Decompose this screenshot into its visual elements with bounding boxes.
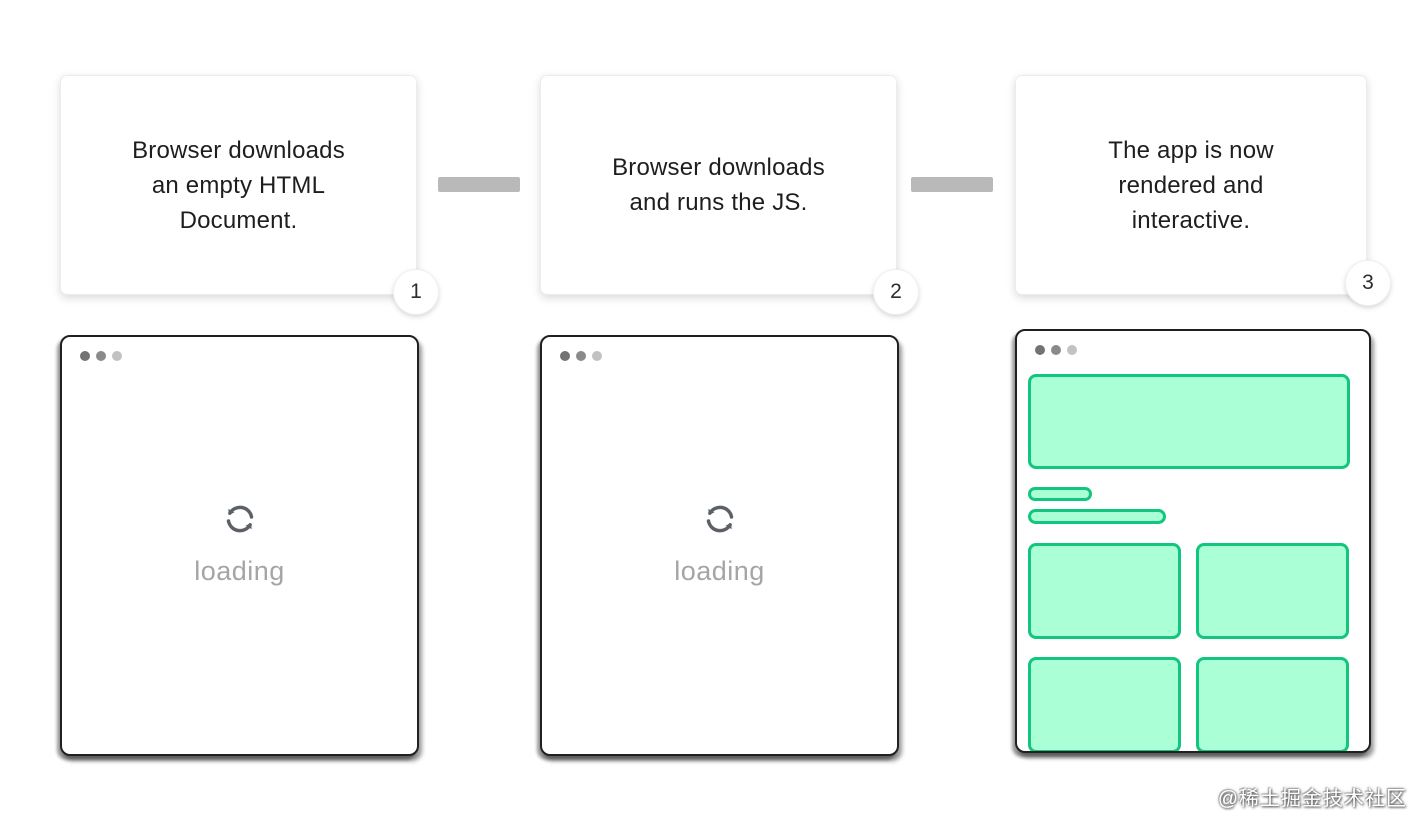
refresh-spinner-icon bbox=[706, 505, 733, 533]
step-number-badge: 1 bbox=[394, 270, 438, 314]
loading-label: loading bbox=[674, 556, 765, 586]
text-skeleton-pill-long bbox=[1028, 509, 1166, 524]
text-skeleton-pill-short bbox=[1028, 487, 1092, 501]
window-dot-icon bbox=[1051, 345, 1061, 355]
step-number-badge: 3 bbox=[1346, 261, 1390, 305]
step-card-3: The app is now rendered and interactive.… bbox=[1015, 75, 1390, 305]
window-controls bbox=[1035, 345, 1077, 355]
step-description: The app is now rendered and interactive. bbox=[1108, 136, 1274, 234]
window-dot-icon bbox=[560, 351, 570, 361]
step-connector bbox=[911, 177, 993, 192]
window-dot-icon bbox=[592, 351, 602, 361]
window-dot-icon bbox=[1067, 345, 1077, 355]
loading-state: loading bbox=[542, 499, 897, 587]
window-dot-icon bbox=[112, 351, 122, 361]
grid-skeleton-block bbox=[1028, 543, 1181, 639]
grid-skeleton-block bbox=[1028, 657, 1181, 751]
browser-window-1: loading bbox=[60, 335, 419, 756]
step-description: Browser downloads an empty HTML Document… bbox=[132, 136, 345, 234]
window-controls bbox=[80, 351, 122, 361]
loading-label: loading bbox=[194, 556, 285, 586]
hero-skeleton-block bbox=[1028, 374, 1350, 469]
step-card-2: Browser downloads and runs the JS. 2 bbox=[540, 75, 918, 314]
window-controls bbox=[560, 351, 602, 361]
window-dot-icon bbox=[80, 351, 90, 361]
refresh-spinner-icon bbox=[226, 505, 253, 533]
window-dot-icon bbox=[96, 351, 106, 361]
grid-skeleton-block bbox=[1196, 657, 1349, 751]
browser-window-2: loading bbox=[540, 335, 899, 756]
loading-state: loading bbox=[62, 499, 417, 587]
step-connector bbox=[438, 177, 520, 192]
browser-window-3 bbox=[1015, 329, 1371, 753]
step-description: Browser downloads and runs the JS. bbox=[612, 154, 825, 216]
window-dot-icon bbox=[1035, 345, 1045, 355]
grid-skeleton-block bbox=[1196, 543, 1349, 639]
step-card-1: Browser downloads an empty HTML Document… bbox=[60, 75, 438, 314]
step-number-badge: 2 bbox=[874, 270, 918, 314]
watermark: @稀土掘金技术社区 bbox=[1217, 788, 1407, 810]
window-dot-icon bbox=[576, 351, 586, 361]
